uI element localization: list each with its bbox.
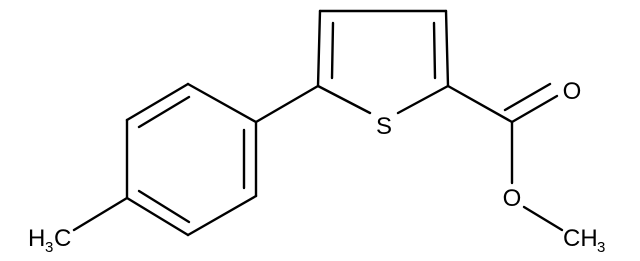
methyl-left-c: C xyxy=(54,225,71,252)
bond-aryl-thiophene xyxy=(254,84,320,124)
bond-ring-thiophene-double-1 xyxy=(330,21,335,80)
methyl-left-subscript: 3 xyxy=(45,239,53,256)
atom-label-methyl-left: H 3 C xyxy=(28,225,71,256)
atom-label-ester-oxygen: O xyxy=(503,185,522,212)
atom-label-carbonyl-oxygen: O xyxy=(563,78,582,105)
atom-label-methyl-right: CH 3 xyxy=(563,225,605,256)
bond-ester-o-methyl xyxy=(522,205,564,232)
bond-carbonyl-double-1 xyxy=(510,94,559,124)
bond-ring-thiophene-3 xyxy=(444,9,450,88)
methyl-right-ch: CH xyxy=(563,225,598,252)
bond-ring-thiophene-double-2 xyxy=(432,21,437,80)
bond-ring-thiophene-1 xyxy=(316,9,322,88)
bond-ring-benzene-1 xyxy=(125,82,190,122)
bond-ring-benzene-double-1 xyxy=(137,95,191,129)
bond-thiophene-carbonyl xyxy=(446,84,514,124)
bond-ring-benzene-4 xyxy=(186,194,258,237)
bond-ring-benzene-double-3 xyxy=(137,189,191,224)
methyl-left-h: H xyxy=(28,225,45,252)
atom-label-sulfur: S xyxy=(376,113,392,140)
methyl-right-subscript: 3 xyxy=(597,239,605,256)
bond-carbonyl-double-2 xyxy=(503,82,552,112)
bond-methyl-left xyxy=(72,196,129,232)
bond-ring-benzene-2 xyxy=(186,82,258,124)
bond-ring-thiophene-4 xyxy=(316,84,372,115)
bond-group xyxy=(72,9,564,237)
bond-ring-benzene-5 xyxy=(125,196,190,237)
bond-ring-thiophene-5 xyxy=(396,84,450,115)
